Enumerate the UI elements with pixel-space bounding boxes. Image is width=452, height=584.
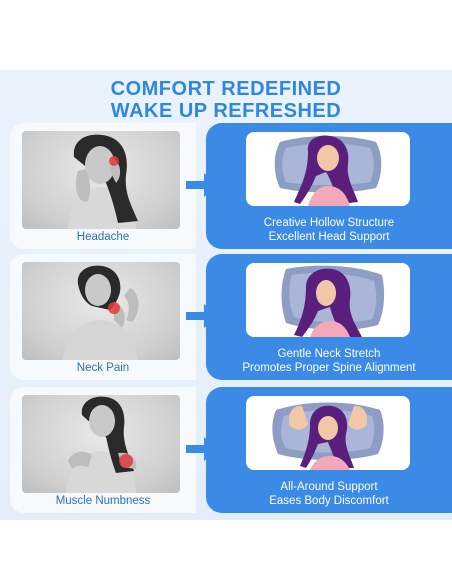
benefit-line-2: Eases Body Discomfort (269, 495, 389, 507)
comparison-row-neck-pain: Neck Pain Gentle Neck Stretch Promotes P… (0, 254, 452, 380)
pain-spot-icon (109, 156, 119, 166)
benefit-card: Creative Hollow Structure Excellent Head… (206, 123, 452, 249)
headache-photo (22, 131, 180, 229)
headline-line-2: WAKE UP REFRESHED (110, 100, 342, 122)
muscle-numbness-photo (22, 395, 180, 493)
benefit-card: All-Around Support Eases Body Discomfort (206, 387, 452, 513)
benefit-line-2: Promotes Proper Spine Alignment (242, 362, 416, 374)
benefit-line-1: All-Around Support (280, 481, 378, 493)
condition-label: Muscle Numbness (55, 495, 151, 507)
pillow-illustration (246, 132, 410, 206)
condition-label: Headache (76, 231, 130, 243)
benefit-line-1: Creative Hollow Structure (263, 217, 395, 229)
benefit-line-1: Gentle Neck Stretch (277, 348, 381, 360)
headline-line-1: COMFORT REDEFINED (110, 78, 342, 100)
benefit-line-2: Excellent Head Support (268, 231, 390, 243)
comparison-row-headache: Headache Creative Hollow Structure Excel… (0, 123, 452, 249)
pillow-illustration (246, 396, 410, 470)
condition-label: Neck Pain (76, 362, 130, 374)
comparison-row-muscle-numbness: Muscle Numbness All-Around Support Eases… (0, 387, 452, 513)
pain-spot-icon (108, 302, 120, 314)
pain-spot-icon (119, 454, 133, 468)
benefit-card: Gentle Neck Stretch Promotes Proper Spin… (206, 254, 452, 380)
neck-pain-photo (22, 262, 180, 360)
pillow-illustration (246, 263, 410, 337)
